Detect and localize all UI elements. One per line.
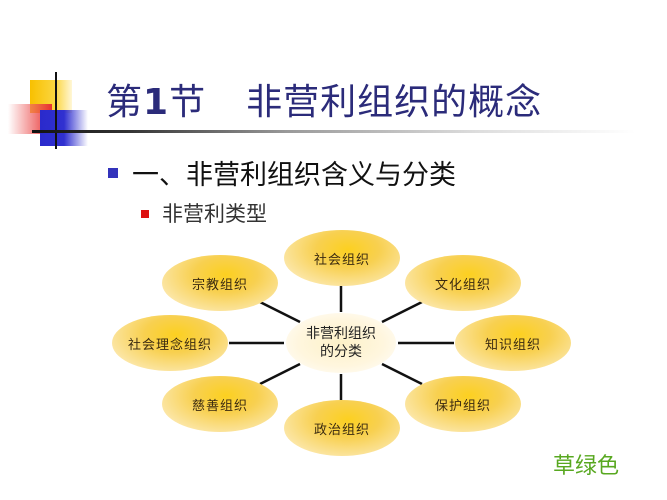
title-divider	[32, 130, 667, 133]
node-label: 社会理念组织	[127, 337, 212, 353]
bullet-square-icon	[108, 168, 118, 178]
node-label: 宗教组织	[191, 277, 248, 293]
logo-vertical-line	[55, 72, 57, 149]
hub-line1: 非营利组织	[306, 326, 376, 342]
node-social-org: 社会组织	[284, 230, 400, 286]
node-protection-org: 保护组织	[405, 376, 521, 432]
page-title: 第1节非营利组织的概念	[106, 73, 542, 125]
diagram-center-hub: 非营利组织 的分类	[286, 313, 396, 373]
heading-level2: 非营利类型	[162, 202, 267, 226]
node-label: 慈善组织	[191, 398, 248, 414]
node-knowledge-org: 知识组织	[455, 315, 571, 371]
node-label: 知识组织	[484, 337, 541, 353]
title-prefix: 第	[106, 82, 144, 123]
hub-line2: 的分类	[320, 344, 362, 360]
node-label: 政治组织	[313, 422, 370, 438]
footer-note: 草绿色	[552, 454, 619, 479]
logo-blue-square	[40, 110, 88, 146]
node-label: 文化组织	[434, 277, 491, 293]
node-cultural-org: 文化组织	[405, 255, 521, 311]
title-section: 节	[169, 82, 207, 123]
bullet-square-icon	[141, 210, 149, 218]
title-text: 非营利组织的概念	[246, 82, 543, 123]
node-social-ideology-org: 社会理念组织	[112, 315, 228, 371]
node-label: 保护组织	[434, 398, 491, 414]
heading-level1: 一、非营利组织含义与分类	[132, 160, 456, 191]
node-label: 社会组织	[313, 252, 370, 268]
node-political-org: 政治组织	[284, 400, 400, 456]
title-number: 1	[143, 82, 170, 123]
node-religious-org: 宗教组织	[162, 255, 278, 311]
node-charity-org: 慈善组织	[162, 376, 278, 432]
